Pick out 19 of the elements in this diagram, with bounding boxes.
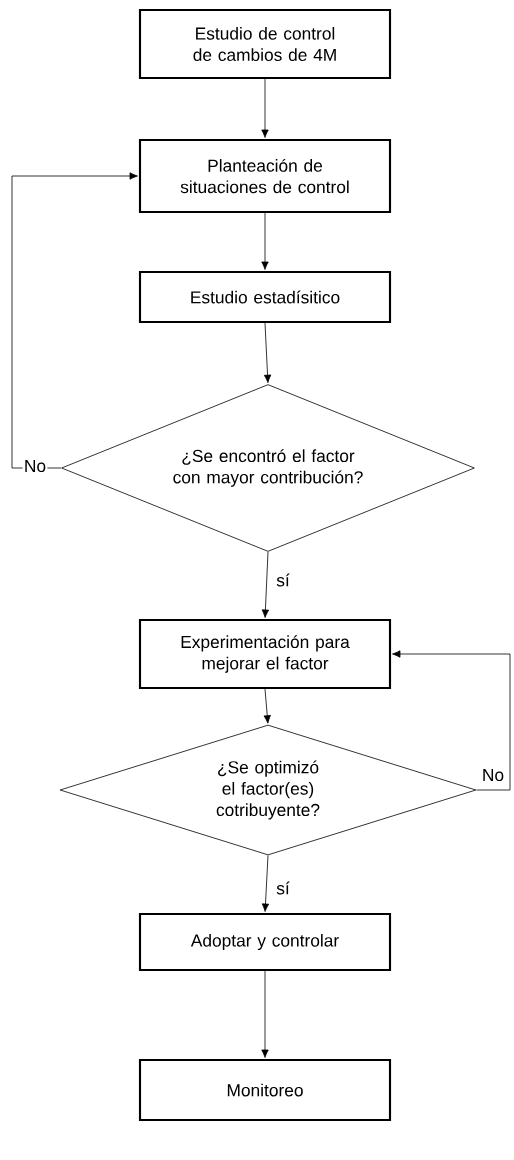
arrow (263, 688, 271, 724)
process-box: Adoptar y controlar (138, 912, 392, 972)
edge-label: sí (274, 880, 292, 896)
process-box: Estudio de control de cambios de 4M (138, 8, 392, 80)
process-box: Planteación de situaciones de control (138, 138, 392, 214)
process-box: Experimentación para mejorar el factor (138, 618, 392, 690)
edge-label: sí (274, 572, 292, 588)
arrow (392, 650, 511, 791)
arrow (261, 78, 269, 138)
edge-label: No (480, 767, 506, 783)
arrow (261, 551, 270, 618)
arrow (261, 212, 269, 270)
arrow (11, 172, 138, 469)
arrow (261, 855, 270, 912)
edge-label: No (22, 458, 48, 474)
process-box: Estudio estadísitico (138, 270, 392, 324)
arrow (263, 322, 272, 384)
process-box: Monitoreo (138, 1058, 392, 1122)
arrow (261, 970, 269, 1058)
